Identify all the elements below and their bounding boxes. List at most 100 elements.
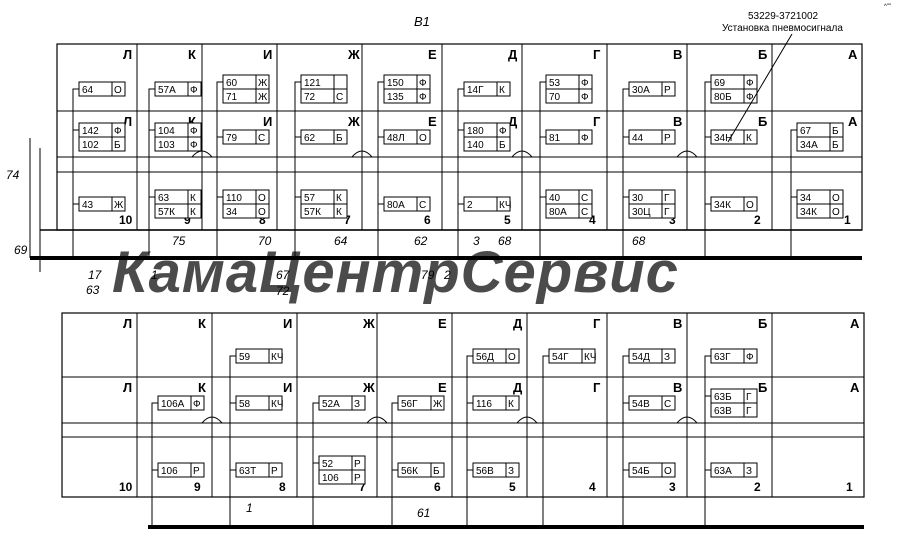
bottom-wire	[466, 355, 473, 527]
wire-color: О	[664, 466, 672, 477]
wire-number: 116	[476, 399, 492, 410]
wire-number: 56Д	[476, 352, 494, 363]
wire-color: О	[832, 193, 840, 204]
bottom-wire	[704, 355, 711, 527]
top-column-number: 5	[504, 213, 511, 227]
wire-color: Ф	[581, 133, 589, 144]
top-column-letter-row2: А	[848, 114, 858, 129]
wire-number: 57К	[304, 207, 321, 218]
wire-label-70: 70	[258, 234, 272, 248]
wire-label-68-a: 68	[498, 234, 512, 248]
top-wire	[72, 129, 79, 258]
top-wire	[539, 81, 546, 258]
part-number: 53229-3721002	[748, 11, 819, 22]
wire-number: 110	[226, 193, 242, 204]
wire-number: 58	[239, 399, 251, 410]
wire-number: 2	[467, 200, 473, 211]
wire-number: 59	[239, 352, 251, 363]
wire-number: 34	[226, 207, 238, 218]
bottom-wire	[151, 402, 158, 527]
wire-color: К	[190, 207, 196, 218]
wire-color: Ф	[190, 126, 198, 137]
wire-color: Р	[271, 466, 278, 477]
wire-label-72: 72	[276, 284, 290, 298]
wire-number: 150	[387, 78, 404, 89]
top-column-letter: Б	[758, 47, 767, 62]
top-wire	[216, 81, 223, 258]
wire-number: 54Б	[632, 466, 650, 477]
wire-color: КЧ	[271, 399, 284, 410]
wire-number: 180	[467, 126, 484, 137]
top-connector-label: 57К К	[154, 203, 202, 219]
top-column-letter-row2: Ж	[347, 114, 360, 129]
part-name: Установка пневмосигнала	[722, 23, 843, 34]
top-column-letter: К	[188, 47, 196, 62]
wire-number: 63	[158, 193, 170, 204]
part-leader-line	[727, 33, 793, 143]
top-column-letter-row2: Л	[123, 114, 132, 129]
wire-color: Ф	[746, 352, 754, 363]
wire-color: К	[746, 133, 752, 144]
wire-number: 43	[82, 200, 94, 211]
wire-color: К	[508, 399, 514, 410]
top-wire	[704, 203, 711, 258]
bottom-bridge-arc	[366, 416, 388, 424]
wire-color: Ф	[746, 92, 754, 103]
wire-number: 64	[82, 85, 94, 96]
wires	[29, 81, 797, 527]
wire-color: О	[419, 133, 427, 144]
bottom-column-letter: А	[850, 316, 860, 331]
top-column-number: 3	[669, 213, 676, 227]
diagram-title: В1	[414, 14, 430, 29]
bottom-column-number: 3	[669, 480, 676, 494]
top-column-letter: В	[673, 47, 682, 62]
top-wire	[294, 81, 301, 258]
wire-color: К	[336, 207, 342, 218]
bottom-wire	[391, 402, 398, 527]
bottom-wire	[466, 469, 473, 527]
wire-number: 30Ц	[632, 207, 651, 218]
bottom-column-letter: К	[198, 316, 206, 331]
bottom-column-letter-row2: Е	[438, 380, 447, 395]
top-column-number: 4	[589, 213, 596, 227]
top-wire	[622, 196, 629, 258]
wire-color: С	[419, 200, 426, 211]
wire-number: 57К	[158, 207, 175, 218]
bottom-column-letter-row2: Д	[513, 380, 523, 395]
wire-label-69: 69	[14, 243, 28, 257]
bottom-wire	[622, 355, 629, 527]
top-wire	[148, 129, 155, 258]
bottom-wire	[312, 402, 319, 527]
wire-label-64: 64	[334, 234, 348, 248]
wire-color: Ф	[190, 140, 198, 151]
top-wire	[457, 129, 464, 258]
bottom-wire	[704, 469, 711, 527]
top-wire	[216, 196, 223, 258]
top-wire	[790, 129, 797, 258]
wire-number: 63Г	[714, 352, 731, 363]
wire-color: З	[508, 466, 514, 477]
wire-color: Ж	[258, 92, 268, 103]
bottom-column-letter-row2: К	[198, 380, 206, 395]
top-column-letter-row2: И	[263, 114, 272, 129]
top-wire	[790, 196, 797, 258]
wire-number: 52А	[322, 399, 340, 410]
wire-color: О	[114, 85, 122, 96]
